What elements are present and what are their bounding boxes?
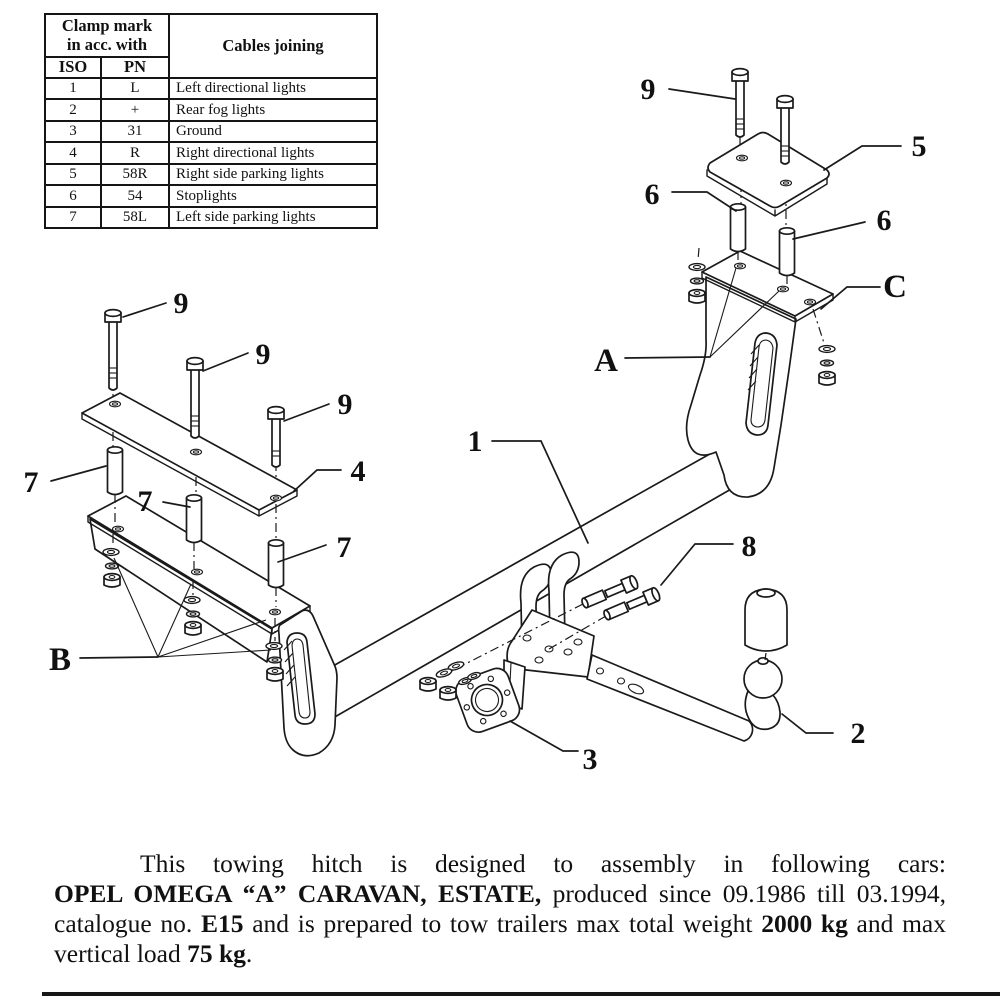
clamp-bolts	[427, 573, 663, 684]
cell-pn: 58R	[100, 162, 170, 187]
cell-cable: Right directional lights	[168, 141, 378, 165]
right-hardware	[688, 67, 836, 386]
ref-label-a: A	[594, 343, 618, 379]
part-label-6a: 6	[645, 178, 660, 211]
part-label-4: 4	[351, 455, 366, 488]
cell-pn: L	[100, 76, 170, 101]
caption-catalogue-no: E15	[201, 909, 244, 938]
table-row: 3 31 Ground	[44, 119, 378, 144]
table-row: 7 58L Left side parking lights	[44, 205, 378, 230]
part-label-7a: 7	[24, 466, 39, 499]
part-label-6b: 6	[877, 204, 892, 237]
cell-cable: Stoplights	[168, 184, 378, 208]
fork-clamp	[506, 551, 595, 678]
ref-label-b: B	[49, 642, 71, 678]
pn-header: PN	[100, 56, 170, 79]
part-label-7c: 7	[337, 531, 352, 564]
table-row: 6 54 Stoplights	[44, 184, 378, 208]
leader-lines	[50, 88, 902, 752]
cell-iso: 7	[44, 205, 102, 230]
caption-max-load: 75 kg	[187, 939, 246, 968]
caption-intro: This towing hitch is designed to assembl…	[140, 849, 946, 878]
left-hardware	[81, 308, 298, 682]
ref-label-c: C	[883, 269, 907, 305]
clamp-mark-header: Clamp mark in acc. with	[44, 13, 170, 58]
cell-iso: 4	[44, 141, 102, 165]
iso-header: ISO	[44, 56, 102, 79]
cell-pn: 54	[100, 184, 170, 208]
right-bracket	[685, 250, 834, 498]
caption-tow: and is prepared to tow trailers max tota…	[243, 909, 762, 938]
clamp-marks-table: Clamp mark in acc. with Cables joining I…	[44, 13, 378, 230]
part-label-9a: 9	[641, 73, 656, 106]
cell-cable: Right side parking lights	[168, 162, 378, 187]
socket-plate	[419, 659, 526, 734]
cell-cable: Ground	[168, 119, 378, 144]
caption-produced: produced since 09.1986 till 03.1994, cat…	[54, 879, 946, 938]
part-label-1: 1	[468, 425, 483, 458]
cell-pn: 31	[100, 119, 170, 144]
table-row: 4 R Right directional lights	[44, 141, 378, 165]
part-label-7b: 7	[138, 485, 153, 518]
cell-pn: 58L	[100, 205, 170, 230]
part-label-9d: 9	[338, 388, 353, 421]
part-label-3: 3	[583, 743, 598, 776]
caption-max-weight: 2000 kg	[761, 909, 848, 938]
part-label-8: 8	[742, 530, 757, 563]
cell-iso: 5	[44, 162, 102, 187]
clamp-mark-line2: in acc. with	[66, 34, 148, 54]
part-labels: 9 5 6 6 C A 9 9 9 4 7 7 7 1 8 B 3 2	[24, 73, 927, 776]
tow-ball-arm	[586, 588, 788, 742]
part-label-9c: 9	[256, 338, 271, 371]
table-header-row: Clamp mark in acc. with Cables joining	[44, 13, 378, 79]
description-paragraph: This towing hitch is designed to assembl…	[54, 849, 946, 969]
cables-joining-header: Cables joining	[168, 13, 378, 79]
cell-iso: 2	[44, 98, 102, 122]
caption-period: .	[245, 939, 253, 968]
cell-iso: 3	[44, 119, 102, 144]
left-bracket	[87, 495, 338, 757]
caption-car-models: OPEL OMEGA “A” CARAVAN, ESTATE,	[54, 879, 542, 908]
part-label-2: 2	[851, 717, 866, 750]
page-bottom-rule	[42, 992, 1000, 996]
clamp-mark-line1: Clamp mark	[61, 15, 153, 35]
caption-vertical: and max vertical load	[54, 909, 946, 968]
part-label-9b: 9	[174, 287, 189, 320]
cell-cable: Left side parking lights	[168, 205, 378, 230]
part-label-5: 5	[912, 130, 927, 163]
cell-iso: 6	[44, 184, 102, 208]
cell-pn: R	[100, 141, 170, 165]
table-row: 5 58R Right side parking lights	[44, 162, 378, 187]
table-subheader-row: ISO PN	[44, 56, 377, 79]
